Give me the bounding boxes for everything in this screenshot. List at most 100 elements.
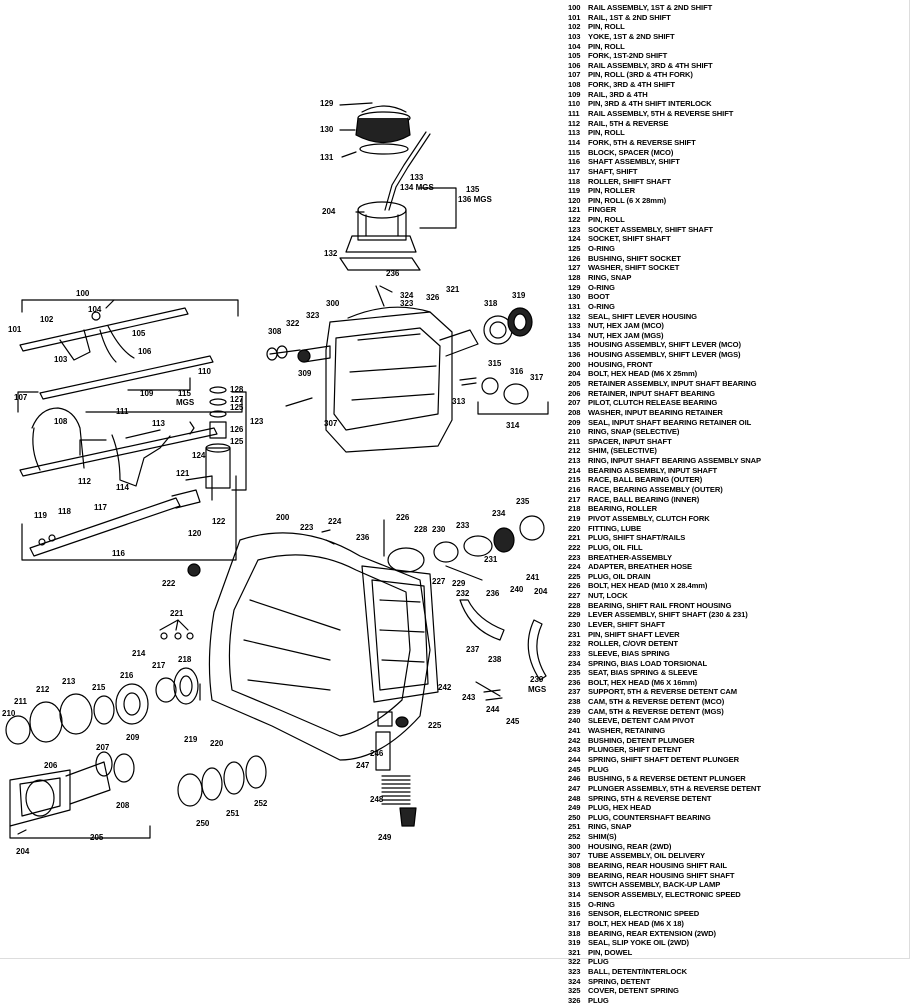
shift-rail-1-2-drawing — [19, 299, 239, 363]
callout-314: 314 — [506, 421, 520, 430]
legend-part-description: O-RING — [588, 282, 615, 292]
legend-part-description: SOCKET, SHIFT SHAFT — [588, 234, 671, 244]
legend-part-description: SPRING, BIAS LOAD TORSIONAL — [588, 658, 708, 668]
callout-315: 315 — [488, 359, 502, 368]
callout-122: 122 — [212, 517, 226, 526]
callout-225: 225 — [428, 721, 442, 730]
legend-part-description: BREATHER-ASSEMBLY — [588, 552, 672, 562]
legend-part-number: 227 — [568, 591, 581, 601]
callout-108: 108 — [54, 417, 68, 426]
legend-part-description: PIN, ROLL — [588, 41, 625, 51]
legend-part-description: BEARING, REAR EXTENSION (2WD) — [588, 928, 716, 938]
legend-part-description: BLOCK, SPACER (MCO) — [588, 147, 674, 157]
callout-221: 221 — [170, 609, 184, 618]
callout-251: 251 — [226, 809, 240, 818]
legend-row: 227 NUT, LOCK — [568, 591, 908, 601]
callout-237: 237 — [466, 645, 480, 654]
legend-part-description: SEAL, INPUT SHAFT BEARING RETAINER OIL — [588, 417, 752, 427]
legend-part-description: O-RING — [588, 301, 615, 311]
legend-part-description: PLUG, COUNTERSHAFT BEARING — [588, 812, 711, 822]
callout-128: 128 — [230, 385, 244, 394]
legend-part-number: 232 — [568, 639, 581, 649]
shift-shaft-drawing — [21, 475, 237, 561]
callout-308: 308 — [268, 327, 282, 336]
callout-233: 233 — [456, 521, 470, 530]
legend-part-description: NUT, HEX JAM (MCO) — [588, 321, 664, 331]
legend-part-description: FINGER — [588, 205, 617, 215]
legend-part-number: 315 — [568, 899, 581, 909]
legend-part-number: 120 — [568, 195, 581, 205]
legend-part-number: 313 — [568, 880, 581, 890]
legend-part-description: SEAL, SLIP YOKE OIL (2WD) — [588, 938, 689, 948]
legend-part-number: 207 — [568, 398, 581, 408]
legend-part-description: O-RING — [588, 899, 615, 909]
callout-222: 222 — [162, 579, 176, 588]
callout-118: 118 — [58, 507, 71, 516]
legend-part-number: 249 — [568, 803, 581, 813]
legend-part-description: ADAPTER, BREATHER HOSE — [588, 562, 692, 572]
callout-131: 131 — [320, 153, 334, 162]
shift-rail-5-r-drawing — [19, 427, 218, 487]
legend-part-description: SWITCH ASSEMBLY, BACK-UP LAMP — [588, 880, 721, 890]
callout-217: 217 — [152, 661, 166, 670]
legend-row: 324 SPRING, DETENT — [568, 977, 908, 987]
legend-part-description: RACE, BEARING ASSEMBLY (OUTER) — [588, 485, 723, 495]
legend-part-description: SLEEVE, DETENT CAM PIVOT — [588, 716, 695, 726]
legend-part-description: PLUG, OIL DRAIN — [588, 571, 651, 581]
legend-part-number: 242 — [568, 735, 581, 745]
legend-part-number: 107 — [568, 70, 581, 80]
legend-part-description: TUBE ASSEMBLY, OIL DELIVERY — [588, 851, 705, 861]
callout-219: 219 — [184, 735, 198, 744]
legend-part-number: 317 — [568, 918, 581, 928]
callout-214: 214 — [132, 649, 146, 658]
legend-part-number: 214 — [568, 465, 581, 475]
legend-part-description: SPRING, SHIFT SHAFT DETENT PLUNGER — [588, 754, 740, 764]
legend-part-number: 115 — [568, 147, 580, 157]
callout-307: 307 — [324, 419, 338, 428]
legend-part-number: 248 — [568, 793, 581, 803]
callout-324: 324 — [400, 291, 414, 300]
callout-323a: 323 — [306, 311, 320, 320]
legend-part-number: 324 — [568, 976, 581, 986]
legend-part-description: WASHER, SHIFT SOCKET — [588, 263, 680, 273]
legend-part-description: BUSHING, SHIFT SOCKET — [588, 253, 681, 263]
callout-115-mgs: MGS — [176, 398, 195, 407]
callout-135: 135 — [466, 185, 480, 194]
callout-107: 107 — [14, 393, 28, 402]
callout-111: 111 — [116, 407, 129, 416]
legend-part-description: NUT, LOCK — [588, 591, 628, 601]
legend-part-number: 226 — [568, 581, 581, 591]
legend-part-number: 230 — [568, 620, 581, 629]
legend-part-description: PIN, 3RD & 4TH SHIFT INTERLOCK — [588, 99, 712, 109]
callout-248: 248 — [370, 795, 384, 804]
legend-part-description: SPACER, INPUT SHAFT — [588, 436, 672, 446]
callout-100: 100 — [76, 289, 90, 298]
legend-part-description: SPRING, DETENT — [588, 976, 651, 986]
legend-part-number: 100 — [568, 3, 581, 12]
legend-row: 315 O-RING — [568, 900, 908, 910]
legend-part-number: 133 — [568, 321, 581, 331]
legend-part-number: 205 — [568, 378, 581, 388]
callout-326: 326 — [426, 293, 440, 302]
callout-209: 209 — [126, 733, 140, 742]
legend-part-number: 222 — [568, 542, 581, 552]
